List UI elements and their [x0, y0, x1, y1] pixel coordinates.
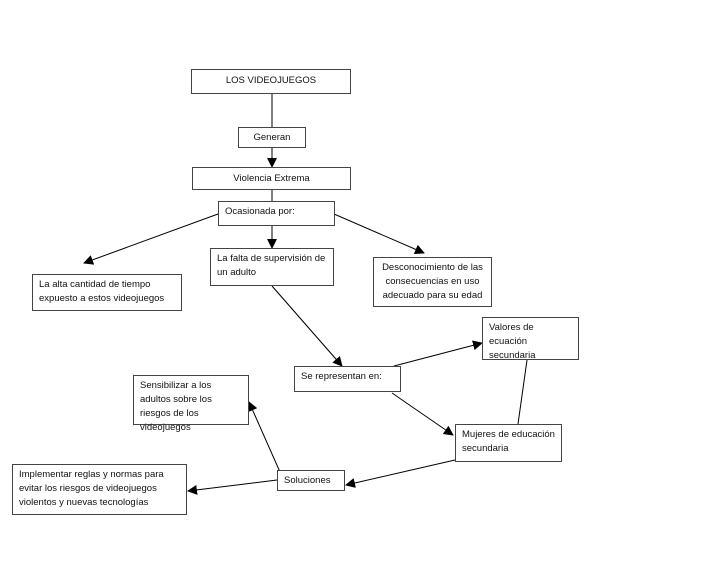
node-se-representan-label: Se representan en:	[301, 371, 382, 382]
node-sensibilizar: Sensibilizar a los adultos sobre los rie…	[133, 375, 249, 433]
link-ocasionada-desconocimiento	[333, 213, 425, 255]
node-falta-supervision: La falta de supervisión de un adulto	[210, 248, 334, 286]
link-soluciones-implementar	[187, 479, 278, 495]
node-soluciones: Soluciones	[277, 470, 345, 491]
link-mujeres-soluciones	[345, 459, 456, 488]
link-representan-valores	[393, 340, 483, 367]
node-generan-label: Generan	[253, 132, 291, 143]
node-valores: Valores de ecuación secundaria	[482, 317, 579, 361]
node-generan: Generan	[238, 127, 306, 148]
node-soluciones-label: Soluciones	[284, 475, 331, 486]
link-falta-representan	[271, 285, 343, 367]
link-representan-mujeres	[391, 392, 454, 436]
node-valores-label: Valores de ecuación secundaria	[489, 322, 536, 361]
link-ocasionada-alta	[83, 213, 219, 265]
node-sensibilizar-label: Sensibilizar a los adultos sobre los rie…	[140, 380, 212, 433]
node-ocasionada-label: Ocasionada por:	[225, 206, 295, 217]
node-title: LOS VIDEOJUEGOS	[191, 69, 351, 94]
link-soluciones-sensibilizar	[248, 401, 281, 473]
node-mujeres-label: Mujeres de educación secundaria	[462, 429, 555, 454]
node-falta-supervision-label: La falta de supervisión de un adulto	[217, 253, 326, 278]
node-desconocimiento-label: Desconocimiento de las consecuencias en …	[382, 262, 483, 301]
link-valores-mujeres	[517, 359, 528, 425]
node-se-representan: Se representan en:	[294, 366, 401, 392]
node-violencia: Violencia Extrema	[192, 167, 351, 190]
node-alta-cantidad: La alta cantidad de tiempo expuesto a es…	[32, 274, 182, 311]
node-implementar-label: Implementar reglas y normas para evitar …	[19, 469, 164, 508]
node-violencia-label: Violencia Extrema	[233, 173, 310, 184]
node-mujeres: Mujeres de educación secundaria	[455, 424, 562, 462]
node-implementar: Implementar reglas y normas para evitar …	[12, 464, 187, 515]
node-desconocimiento: Desconocimiento de las consecuencias en …	[373, 257, 492, 307]
node-title-label: LOS VIDEOJUEGOS	[225, 75, 317, 86]
node-ocasionada: Ocasionada por:	[218, 201, 335, 226]
node-alta-cantidad-label: La alta cantidad de tiempo expuesto a es…	[39, 279, 165, 304]
